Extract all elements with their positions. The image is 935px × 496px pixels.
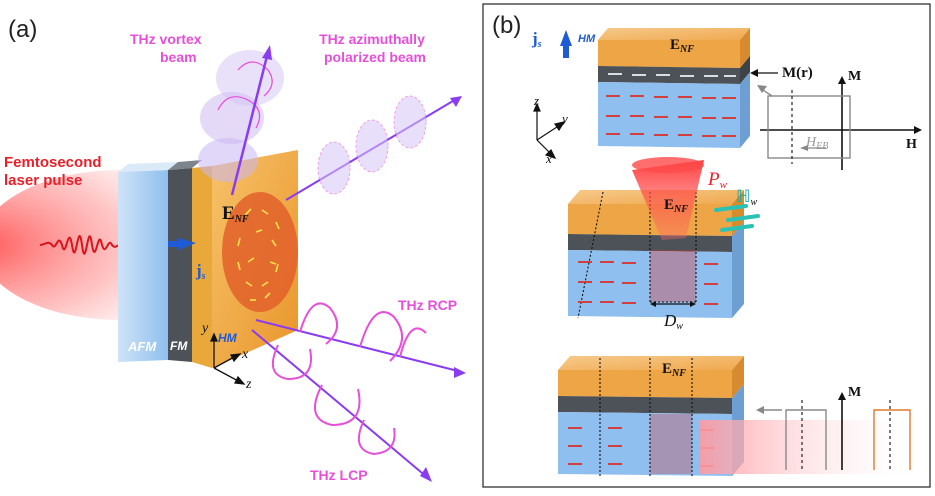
hw-label: ℍw [736,188,757,208]
hw-letter: ℍ [736,187,751,206]
js-sub-b: s [537,39,542,50]
js-letter-a: j [196,261,202,280]
panel-b-letter: (b) [492,12,522,39]
laser-label: Femtosecond laser pulse [4,154,102,190]
loop-m-label: M [848,69,862,84]
axis-x-a: x [242,347,249,362]
enf-letter-b2: E [664,197,675,213]
enf-label-b1: ENF [670,38,694,55]
enf-sub-b2: NF [674,204,688,215]
enf-letter-b1: E [670,37,681,53]
hm-label-a: HM [218,331,237,345]
lcp-beam [251,329,432,482]
loop-h-label: H [906,137,917,152]
dw-label: Dw [664,312,683,332]
pw-cone [632,160,704,240]
laser-pulse-wave [39,235,123,255]
enf-letter-b3: E [662,361,673,377]
hysteresis-loop-1 [757,76,922,170]
dw-letter: D [664,311,677,330]
hm-label-b: HM [578,33,596,45]
pw-letter: P [708,169,720,190]
hm-layer [192,166,212,368]
azimuthal-label-line1: THz azimuthally [319,31,425,47]
lcp-label: THz LCP [310,467,368,483]
vortex-label: THz vortex beam [130,30,202,66]
dw-sub: w [676,321,683,332]
azimuthal-label: THz azimuthally polarized beam [318,30,426,66]
block-2 [568,157,760,319]
enf-label-a: ENF [222,204,249,225]
panel-a-letter: (a) [8,16,38,43]
axis-z-b: z [534,93,540,108]
axis-y-a: y [202,321,209,336]
js-label-a: js [196,262,206,282]
fade-strip [700,420,926,474]
vortex-beam [198,45,284,196]
fm-label-a: FM [170,339,188,353]
enf-label-b3: ENF [662,362,686,379]
js-sub-a: s [201,271,206,282]
axes-a [210,332,246,385]
block-3 [558,356,926,476]
rcp-beam [255,302,466,378]
azimuthal-label-line2: polarized beam [324,49,426,65]
enf-sub-b3: NF [672,368,686,379]
afm-layer [118,170,168,362]
afm-label-b: AFM [566,85,590,97]
laser-label-line1: Femtosecond [4,154,102,171]
enf-sub-a: NF [234,214,249,225]
hysteresis-loop-2 [756,392,911,470]
block-1 [533,28,778,160]
panel-b [482,3,931,488]
laser-label-line2: laser pulse [4,172,83,189]
mr-label: M(r) [782,65,813,81]
vortex-label-line1: THz vortex [130,31,202,47]
spot-arrows [237,208,280,301]
hw-sub: w [750,197,758,208]
rcp-label: THz RCP [398,297,458,313]
axis-x-b: x [546,151,552,166]
axis-z-a: z [246,377,252,392]
emission-spot [222,192,298,312]
js-label-b: js [532,30,542,50]
fm-layer [168,168,192,362]
heb-letter: H [806,135,817,150]
afm-label-a: AFM [128,339,157,354]
js-arrow-a [178,238,196,250]
vortex-label-line2: beam [160,49,197,65]
panel-b-frame [482,3,931,488]
domain-wall-region [650,250,696,302]
enf-label-b2: ENF [664,198,688,215]
heb-sub: EB [816,141,829,152]
pw-sub: w [719,179,727,191]
js-letter-b: j [532,29,538,48]
fm-label-b: FM [572,53,588,65]
heb-label: HEB [806,136,828,152]
enf-sub-b1: NF [680,44,694,55]
pw-label: Pw [708,170,727,191]
azimuthal-beam [285,95,462,201]
loop-m2-label: M [848,385,862,400]
axis-y-b: y [562,111,568,126]
panel-a [0,45,466,482]
enf-letter-a: E [222,203,235,224]
